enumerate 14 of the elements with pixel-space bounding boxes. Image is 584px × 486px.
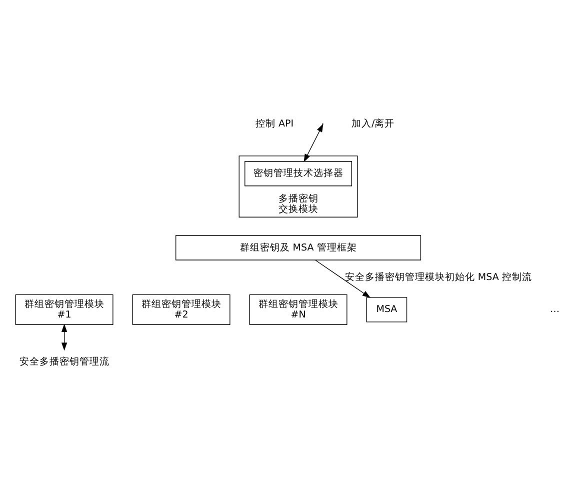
edge-label: 安全多播密钥管理模块初始化 MSA 控制流 [344, 272, 532, 283]
label: … [550, 304, 560, 316]
label: 加入/离开 [352, 118, 395, 130]
label: 控制 API [255, 118, 294, 130]
node-box: 群组密钥管理模块 #2 [132, 294, 230, 325]
node-box: MSA [366, 297, 408, 322]
node-text: 安全多播密钥管理流 [19, 356, 110, 368]
node-box: 群组密钥管理模块 #1 [15, 294, 114, 325]
node-box: 群组密钥及 MSA 管理框架 [176, 235, 422, 260]
arrow [304, 124, 324, 162]
arrow [61, 324, 68, 351]
arrow [315, 260, 371, 298]
node-box: 密钥管理技术选择器 [244, 161, 352, 186]
node-box: 群组密钥管理模块 #N [249, 294, 348, 325]
